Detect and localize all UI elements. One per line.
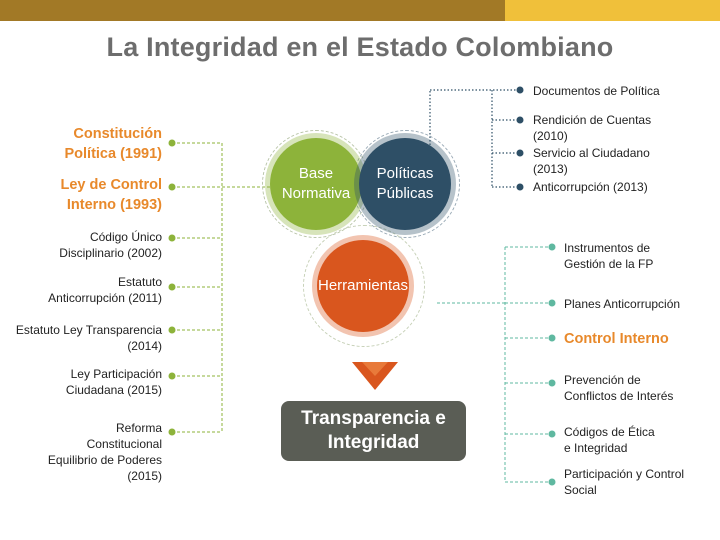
- top-right-item: Documentos de Política: [533, 84, 660, 98]
- right-item: Participación y Control Social: [564, 467, 685, 497]
- right-dot: [548, 379, 556, 387]
- top-bar-brown: [0, 0, 505, 21]
- right-dot: [548, 430, 556, 438]
- left-item: Ley Participación Ciudadana (2015): [65, 367, 162, 397]
- left-dot: [168, 139, 176, 147]
- top-right-item: Servicio al Ciudadano (2013): [533, 146, 650, 176]
- right-item: Prevención de Conflictos de Interés: [564, 373, 674, 403]
- herramientas-halo: [303, 225, 425, 347]
- top-right-dot: [516, 116, 524, 124]
- result-box: Transparencia e Integridad: [281, 401, 466, 461]
- right-dot: [548, 299, 556, 307]
- left-dot: [168, 372, 176, 380]
- left-item: Ley de Control Interno (1993): [60, 177, 162, 213]
- top-right-item: Anticorrupción (2013): [533, 180, 648, 194]
- right-item: Instrumentos de Gestión de la FP: [564, 241, 654, 271]
- left-dot: [168, 283, 176, 291]
- right-dot: [548, 243, 556, 251]
- right-item: Planes Anticorrupción: [564, 297, 681, 311]
- right-dot: [548, 334, 556, 342]
- right-item: Códigos de Ética e Integridad: [564, 425, 655, 455]
- base-normativa-circle: Base Normativa: [270, 138, 362, 230]
- top-right-dot: [516, 86, 524, 94]
- left-item: Estatuto Anticorrupción (2011): [48, 275, 162, 305]
- left-item: Reforma Constitucional Equilibrio de Pod…: [47, 421, 162, 483]
- right-item: Control Interno: [564, 331, 669, 347]
- left-item: Constitución Política (1991): [64, 126, 162, 162]
- politicas-publicas-circle: Políticas Públicas: [359, 138, 451, 230]
- top-right-dot: [516, 149, 524, 157]
- right-dot: [548, 478, 556, 486]
- left-item: Código Único Disciplinario (2002): [59, 230, 162, 260]
- top-right-dot: [516, 183, 524, 191]
- left-dot: [168, 428, 176, 436]
- left-dot: [168, 326, 176, 334]
- top-right-item: Rendición de Cuentas (2010): [533, 113, 652, 143]
- herramientas-circle: Herramientas: [317, 240, 409, 332]
- page-title: La Integridad en el Estado Colombiano: [106, 32, 614, 62]
- left-dot: [168, 234, 176, 242]
- left-item: Estatuto Ley Transparencia (2014): [15, 323, 162, 353]
- left-dot: [168, 183, 176, 191]
- top-bar-gold: [505, 0, 720, 21]
